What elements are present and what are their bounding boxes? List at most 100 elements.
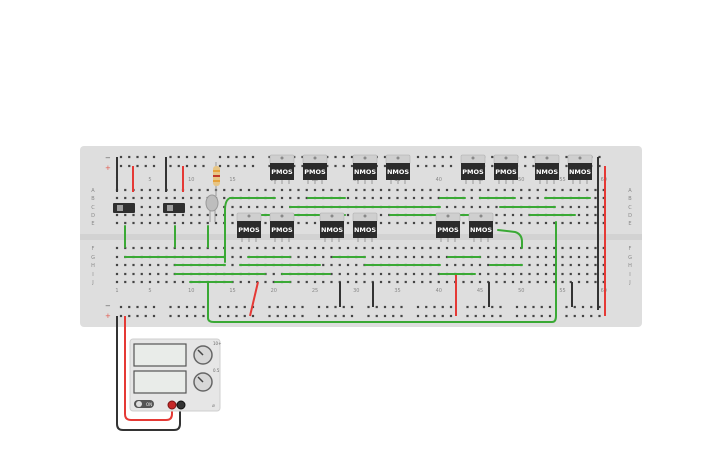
breadboard-hole[interactable] (536, 221, 539, 225)
breadboard-hole[interactable] (338, 272, 341, 276)
rail-hole[interactable] (243, 155, 246, 159)
breadboard-hole[interactable] (165, 221, 168, 225)
power-supply[interactable]: 10+ 0.5 ON ⌀ (129, 338, 221, 412)
rail-hole[interactable] (482, 305, 486, 309)
breadboard-hole[interactable] (544, 272, 548, 276)
rail-hole[interactable] (202, 155, 205, 159)
breadboard-hole[interactable] (396, 255, 399, 259)
breadboard-hole[interactable] (297, 280, 300, 284)
breadboard-hole[interactable] (148, 221, 152, 225)
breadboard-hole[interactable] (132, 213, 135, 217)
breadboard-hole[interactable] (322, 280, 325, 284)
breadboard-hole[interactable] (396, 188, 399, 192)
rail-hole[interactable] (284, 314, 288, 318)
breadboard-hole[interactable] (148, 246, 152, 250)
breadboard-hole[interactable] (338, 188, 341, 192)
breadboard-hole[interactable] (165, 246, 168, 250)
breadboard-hole[interactable] (602, 196, 605, 200)
breadboard-hole[interactable] (198, 213, 201, 217)
breadboard-hole[interactable] (124, 272, 127, 276)
breadboard-hole[interactable] (124, 246, 127, 250)
breadboard-hole[interactable] (478, 188, 482, 192)
rail-hole[interactable] (317, 305, 321, 309)
breadboard-hole[interactable] (264, 221, 267, 225)
breadboard-hole[interactable] (586, 272, 589, 276)
breadboard-hole[interactable] (322, 263, 325, 267)
breadboard-hole[interactable] (140, 188, 143, 192)
rail-hole[interactable] (573, 305, 576, 309)
breadboard-hole[interactable] (577, 246, 581, 250)
breadboard-hole[interactable] (462, 205, 465, 209)
breadboard-hole[interactable] (289, 246, 292, 250)
breadboard-hole[interactable] (198, 221, 201, 225)
rail-hole[interactable] (334, 314, 337, 318)
breadboard-hole[interactable] (602, 205, 605, 209)
rail-hole[interactable] (416, 305, 420, 309)
breadboard-hole[interactable] (462, 263, 465, 267)
breadboard-hole[interactable] (396, 196, 399, 200)
slide-switch[interactable] (113, 203, 135, 213)
breadboard-hole[interactable] (602, 255, 605, 259)
rail-hole[interactable] (342, 305, 345, 309)
rail-hole[interactable] (243, 305, 246, 309)
breadboard-hole[interactable] (561, 272, 564, 276)
rail-hole[interactable] (119, 155, 123, 159)
breadboard-hole[interactable] (561, 255, 564, 259)
breadboard-hole[interactable] (478, 205, 482, 209)
breadboard-hole[interactable] (594, 213, 597, 217)
rail-hole[interactable] (350, 164, 354, 168)
breadboard-hole[interactable] (462, 280, 465, 284)
breadboard-hole[interactable] (561, 246, 564, 250)
rail-hole[interactable] (540, 314, 543, 318)
breadboard-hole[interactable] (132, 280, 135, 284)
breadboard-hole[interactable] (305, 246, 308, 250)
pmos-transistor[interactable]: PMOS (269, 154, 295, 184)
rail-hole[interactable] (185, 314, 189, 318)
breadboard-hole[interactable] (495, 205, 498, 209)
breadboard-hole[interactable] (305, 221, 308, 225)
breadboard-hole[interactable] (503, 280, 506, 284)
pmos-transistor[interactable]: PMOS (435, 212, 461, 242)
breadboard-hole[interactable] (264, 246, 267, 250)
rail-hole[interactable] (515, 314, 519, 318)
breadboard-hole[interactable] (569, 263, 572, 267)
breadboard-hole[interactable] (181, 213, 185, 217)
breadboard-hole[interactable] (594, 221, 597, 225)
breadboard-hole[interactable] (355, 246, 358, 250)
rail-hole[interactable] (317, 314, 321, 318)
rail-hole[interactable] (400, 305, 403, 309)
breadboard-hole[interactable] (388, 196, 391, 200)
rail-hole[interactable] (144, 164, 147, 168)
pmos-transistor[interactable]: PMOS (460, 154, 486, 184)
breadboard-hole[interactable] (594, 205, 597, 209)
breadboard-hole[interactable] (305, 255, 308, 259)
rail-hole[interactable] (433, 164, 436, 168)
breadboard-hole[interactable] (553, 221, 556, 225)
breadboard-hole[interactable] (429, 221, 432, 225)
rail-hole[interactable] (276, 305, 279, 309)
breadboard-hole[interactable] (561, 263, 564, 267)
breadboard-hole[interactable] (115, 213, 119, 217)
rail-hole[interactable] (425, 164, 428, 168)
breadboard-hole[interactable] (561, 280, 564, 284)
breadboard-hole[interactable] (256, 188, 259, 192)
breadboard-hole[interactable] (586, 188, 589, 192)
breadboard-hole[interactable] (429, 272, 432, 276)
breadboard-hole[interactable] (313, 221, 317, 225)
breadboard-hole[interactable] (346, 272, 350, 276)
rail-hole[interactable] (565, 314, 568, 318)
rail-hole[interactable] (128, 155, 131, 159)
breadboard-hole[interactable] (272, 280, 275, 284)
rail-hole[interactable] (144, 305, 147, 309)
breadboard-hole[interactable] (396, 246, 399, 250)
breadboard-hole[interactable] (330, 263, 333, 267)
breadboard-hole[interactable] (148, 263, 152, 267)
rail-hole[interactable] (598, 164, 601, 168)
breadboard-hole[interactable] (528, 221, 531, 225)
breadboard-hole[interactable] (528, 196, 531, 200)
breadboard-hole[interactable] (371, 255, 374, 259)
breadboard-hole[interactable] (412, 196, 416, 200)
breadboard-hole[interactable] (157, 246, 160, 250)
terminal-positive[interactable] (167, 400, 177, 410)
breadboard-hole[interactable] (280, 196, 284, 200)
